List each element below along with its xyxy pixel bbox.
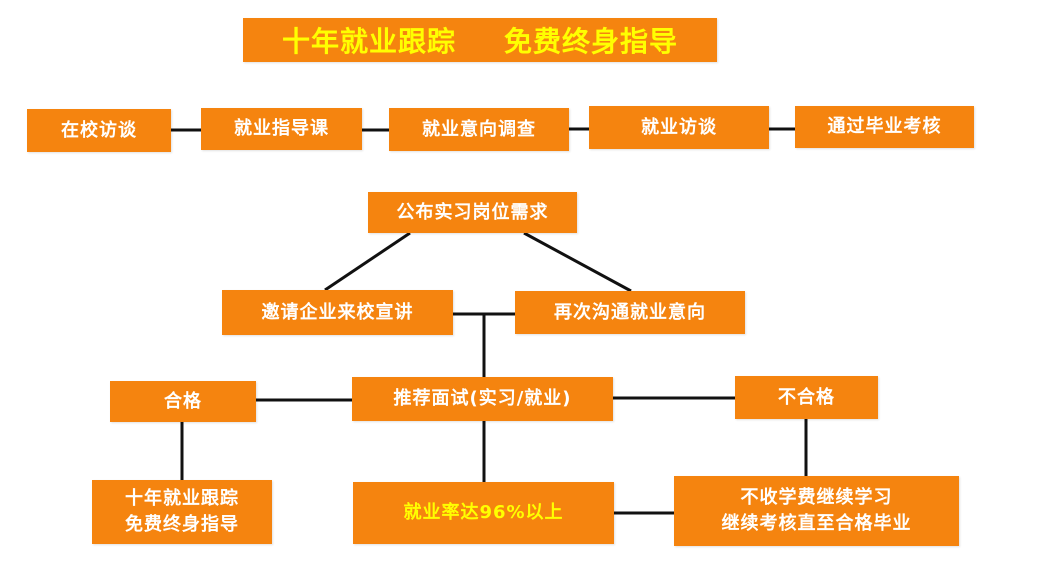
node-recommend-interview: 推荐面试(实习/就业) xyxy=(352,377,613,421)
step-career-guidance-course: 就业指导课 xyxy=(201,108,362,150)
node-publish-internship-demand: 公布实习岗位需求 xyxy=(368,192,577,233)
node-recommunicate-intention: 再次沟通就业意向 xyxy=(515,291,745,334)
node-free-retry: 不收学费继续学习 继续考核直至合格毕业 xyxy=(674,476,959,546)
step-employment-intention-survey: 就业意向调查 xyxy=(389,108,569,151)
node-invite-companies: 邀请企业来校宣讲 xyxy=(222,290,453,335)
node-ten-year-tracking: 十年就业跟踪 免费终身指导 xyxy=(92,480,272,544)
step-pass-graduation-exam: 通过毕业考核 xyxy=(795,106,974,148)
title-banner: 十年就业跟踪 免费终身指导 xyxy=(243,18,717,62)
title-part1: 十年就业跟踪 xyxy=(281,25,456,58)
node-fail: 不合格 xyxy=(735,376,878,419)
connector-publish-invite xyxy=(324,231,411,292)
node-employment-rate: 就业率达96%以上 xyxy=(353,482,614,544)
node-pass: 合格 xyxy=(110,381,256,422)
step-campus-interview: 在校访谈 xyxy=(27,109,171,152)
step-employment-interview: 就业访谈 xyxy=(589,106,769,149)
connector-publish-communicate xyxy=(523,231,632,293)
title-part2: 免费终身指导 xyxy=(504,25,679,58)
